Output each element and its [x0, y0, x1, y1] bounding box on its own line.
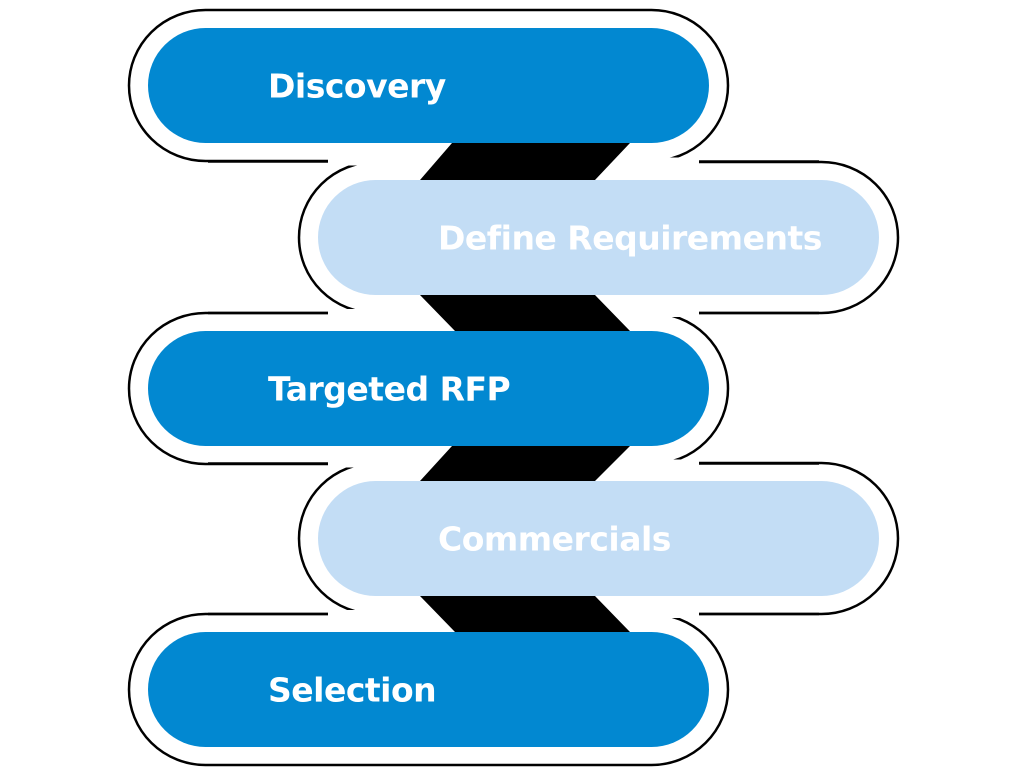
connector-4-to-5 — [420, 596, 630, 632]
step-pill — [318, 180, 879, 295]
step-label: Commercials — [438, 520, 671, 559]
step-pill — [148, 632, 709, 747]
step-pill — [148, 28, 709, 143]
step-1: Discovery — [148, 28, 709, 143]
step-3: Targeted RFP — [148, 331, 709, 446]
step-pill — [148, 331, 709, 446]
step-connectors — [420, 143, 630, 632]
step-5: Selection — [148, 632, 709, 747]
step-2: Define Requirements — [318, 180, 879, 295]
step-label: Targeted RFP — [268, 370, 510, 409]
connector-1-to-2 — [420, 143, 630, 180]
step-label: Selection — [268, 671, 436, 710]
step-pill — [318, 481, 879, 596]
connector-2-to-3 — [420, 295, 630, 331]
step-label: Discovery — [268, 67, 446, 106]
step-4: Commercials — [318, 481, 879, 596]
connector-3-to-4 — [420, 446, 630, 481]
step-label: Define Requirements — [438, 219, 822, 258]
